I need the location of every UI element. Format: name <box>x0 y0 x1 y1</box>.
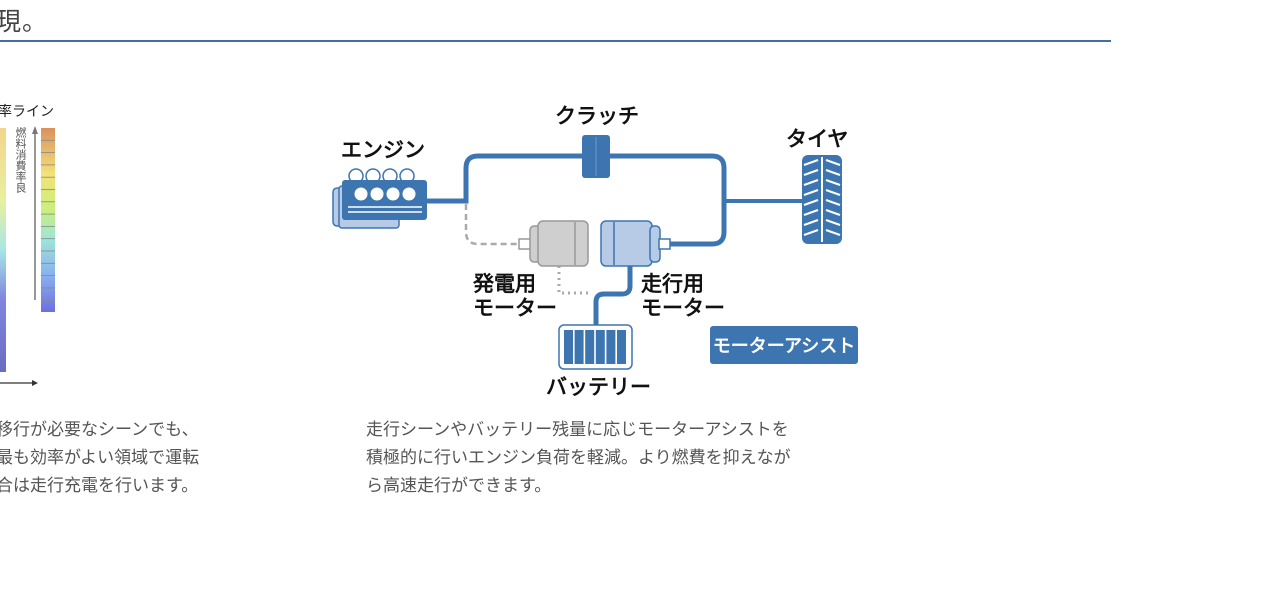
tire-tread <box>803 219 819 226</box>
tire-tread <box>825 189 841 196</box>
generator-link-dashed <box>464 204 520 246</box>
efficiency-map-fragment <box>0 126 55 386</box>
heading-divider <box>0 40 1111 42</box>
drive-motor-icon <box>600 220 671 267</box>
battery-link-line <box>593 266 633 326</box>
clutch-label: クラッチ <box>555 104 639 128</box>
tire-tread <box>825 229 841 236</box>
tire-tread <box>803 169 819 176</box>
efficiency-line-legend: 率ライン <box>0 104 54 120</box>
clutch-icon <box>582 135 610 178</box>
battery-cell <box>564 330 573 364</box>
tire-tread <box>803 199 819 206</box>
fuel-efficiency-scale-label: 燃料消費率良 <box>14 127 27 193</box>
drive-motor-label: 走行用 モーター <box>641 272 725 320</box>
tire-tread <box>825 179 841 186</box>
tire-icon <box>802 155 842 244</box>
tire-tread <box>803 229 819 236</box>
tire-label: タイヤ <box>786 127 849 151</box>
tire-tread <box>825 169 841 176</box>
battery-icon <box>558 324 633 370</box>
battery-cell <box>574 330 584 364</box>
battery-cell <box>585 330 595 364</box>
tire-tread <box>803 209 819 216</box>
battery-cell <box>617 330 626 364</box>
tire-tread <box>825 219 841 226</box>
tire-tread <box>803 179 819 186</box>
drive-shaft-line <box>426 153 727 247</box>
generator-battery-dotted <box>557 266 590 295</box>
tire-tread <box>825 199 841 206</box>
diagram-description: 走行シーンやバッテリー残量に応じモーターアシストを 積極的に行いエンジン負荷を軽… <box>366 420 791 496</box>
efficiency-map-strip <box>0 128 6 372</box>
battery-label: バッテリー <box>546 375 651 399</box>
battery-cell <box>606 330 616 364</box>
generator-motor-icon <box>518 220 589 267</box>
left-description: 移行が必要なシーンでも、 最も効率がよい領域で運転 合は走行充電を行います。 <box>0 420 200 496</box>
battery-cell <box>595 330 605 364</box>
color-scale-bar <box>41 128 55 312</box>
generator-motor-label: 発電用 モーター <box>473 272 557 320</box>
section-heading: 現。 <box>0 7 49 36</box>
engine-icon <box>332 168 427 229</box>
engine-label: エンジン <box>341 138 425 162</box>
motor-assist-badge: モーターアシスト <box>710 326 858 364</box>
tire-tread <box>803 159 819 166</box>
tire-tread <box>825 159 841 166</box>
tire-tread <box>803 189 819 196</box>
tire-tread <box>825 209 841 216</box>
